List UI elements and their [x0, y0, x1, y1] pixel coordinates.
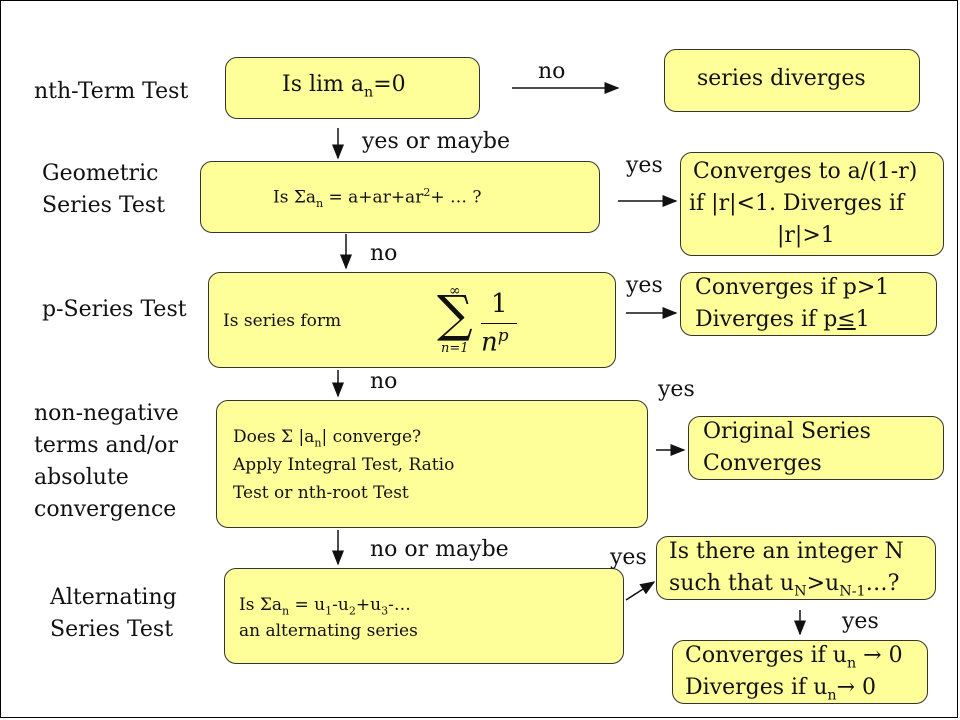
edge-label-yes-alternating: yes [610, 545, 647, 570]
node-p-series: Is series form ∞ ∑ n=1 1 np [208, 272, 616, 368]
abs-result-line-1: Original Series [703, 419, 871, 444]
fraction-denominator: np [481, 325, 509, 358]
node-series-diverges: series diverges [664, 49, 920, 112]
node-geometric-result: Converges to a/(1-r) if |r|<1. Diverges … [680, 152, 944, 256]
label-alternating-2: Series Test [50, 617, 174, 642]
label-nth-term-test: nth-Term Test [34, 79, 189, 104]
abs-line-2: Apply Integral Test, Ratio [233, 455, 455, 475]
node-geometric: Is Σan = a+ar+ar2+ … ? [200, 161, 600, 233]
node-geometric-text: Is Σan = a+ar+ar2+ … ? [273, 186, 482, 211]
label-nonneg-4: convergence [34, 497, 177, 522]
node-alt-question: Is there an integer N such that uN>uN-1…… [656, 536, 936, 600]
geo-result-line-2: if |r|<1. Diverges if [689, 191, 905, 216]
label-nonneg-1: non-negative [34, 401, 179, 426]
alt-q-line-1: Is there an integer N [669, 539, 904, 564]
sum-upper-limit: ∞ [449, 283, 461, 299]
alt-q-line-2: such that uN>uN-1…? [669, 571, 900, 600]
node-nth-term: Is lim an=0 [225, 57, 480, 119]
node-p-series-result: Converges if p>1 Diverges if p≤1 [680, 272, 937, 336]
node-p-series-text: Is series form [223, 311, 342, 331]
abs-line-3: Test or nth-root Test [233, 483, 409, 503]
label-nonneg-2: terms and/or [34, 433, 179, 458]
label-nonneg-3: absolute [34, 465, 129, 490]
label-p-series-test: p-Series Test [42, 297, 187, 322]
node-absolute-convergence: Does Σ |an| converge? Apply Integral Tes… [216, 400, 648, 528]
geo-result-line-3: |r|>1 [777, 223, 835, 248]
node-alt-result: Converges if un → 0 Diverges if un→ 0 [672, 640, 928, 704]
edge-label-yes-p-series: yes [626, 273, 663, 298]
alt-line-1: Is Σan = u1-u2+u3-… [239, 595, 411, 618]
p-result-line-1: Converges if p>1 [695, 275, 890, 300]
label-geometric-1: Geometric [42, 161, 159, 186]
sum-lower-limit: n=1 [441, 341, 469, 356]
label-alternating-1: Alternating [50, 585, 177, 610]
fraction-numerator: 1 [491, 289, 508, 319]
geo-result-line-1: Converges to a/(1-r) [693, 159, 918, 184]
abs-line-1: Does Σ |an| converge? [233, 427, 422, 450]
node-series-diverges-text: series diverges [697, 66, 866, 91]
arrow-alternating-to-question [625, 581, 656, 601]
fraction-bar [481, 323, 517, 324]
node-alternating: Is Σan = u1-u2+u3-… an alternating serie… [224, 568, 624, 664]
edge-label-yes-or-maybe: yes or maybe [362, 129, 510, 154]
edge-label-no-or-maybe: no or maybe [370, 537, 509, 562]
abs-result-line-2: Converges [703, 451, 822, 476]
edge-label-yes-absolute: yes [658, 377, 695, 402]
alt-result-line-2: Diverges if un→ 0 [685, 675, 877, 704]
alt-result-line-1: Converges if un → 0 [685, 643, 903, 672]
node-abs-result: Original Series Converges [688, 416, 944, 480]
edge-label-yes-geometric: yes [626, 153, 663, 178]
p-result-line-2: Diverges if p≤1 [695, 307, 870, 332]
alt-line-2: an alternating series [239, 621, 418, 641]
edge-label-no-diverges: no [538, 59, 566, 84]
p-series-formula: ∞ ∑ n=1 1 np [437, 283, 547, 363]
label-geometric-2: Series Test [42, 193, 166, 218]
edge-label-no-geometric: no [370, 241, 398, 266]
edge-label-yes-question: yes [842, 609, 879, 634]
node-nth-term-text: Is lim an=0 [282, 72, 406, 101]
edge-label-no-p-series: no [370, 369, 398, 394]
summation-symbol: ∑ [437, 285, 473, 343]
